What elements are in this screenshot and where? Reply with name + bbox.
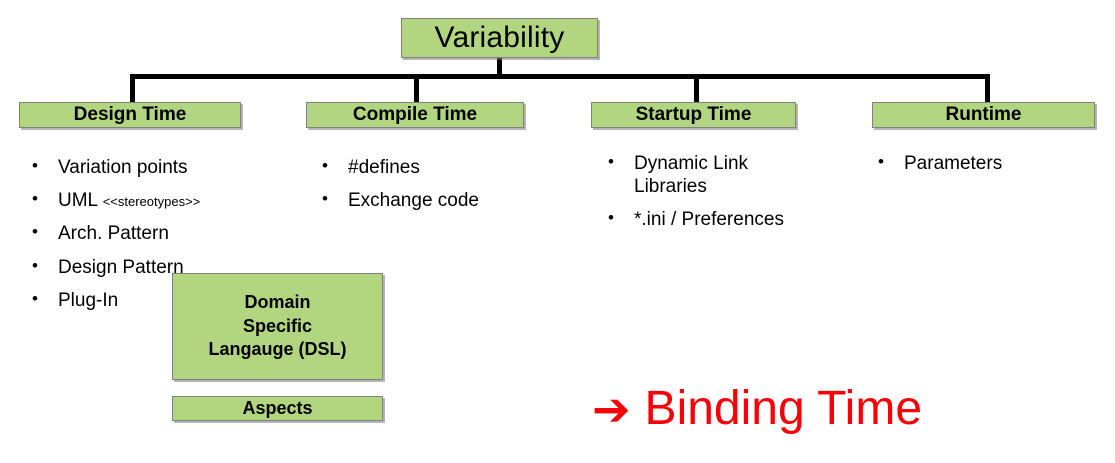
binding-time-label: Binding Time [644,382,923,435]
right-arrow-icon: ➔ [592,382,631,436]
list-item: • Plug-In [32,289,287,312]
node-variability-label: Variability [434,21,565,54]
bullet-icon: • [32,288,38,308]
bullet-icon: • [32,156,38,175]
bullet-icon: • [322,156,328,175]
bullet-icon: • [608,152,614,171]
bullet-icon: • [322,189,328,209]
bullet-list-compile-time: • #defines • Exchange code [322,156,562,222]
bullet-icon: • [32,222,38,242]
bullet-list-startup-time: • Dynamic Link Libraries • *.ini / Prefe… [608,152,858,242]
list-item-label: *.ini / Preferences [634,209,784,231]
list-item: • Exchange code [322,189,562,212]
connector-root-stem [497,56,502,78]
list-item: • *.ini / Preferences [608,208,858,231]
node-compile-time[interactable]: Compile Time [306,102,524,128]
list-item: • Design Pattern [32,256,287,279]
list-item-label: Plug-In [58,289,119,311]
list-item-label: UML <<stereotypes>> [58,189,287,212]
bullet-list-design-time: • Variation points • UML <<stereotypes>>… [32,156,287,322]
list-item-label: Parameters [904,153,1003,174]
connector-drop-runtime [985,74,990,104]
list-item: • Dynamic Link Libraries [608,152,858,198]
connector-drop-startup [694,74,699,104]
connector-drop-compile [414,74,419,104]
node-runtime-label: Runtime [945,104,1022,125]
stereotype-tag: <<stereotypes>> [102,194,201,210]
list-item-label: Dynamic Link Libraries [634,153,749,198]
list-item-label: Design Pattern [58,256,184,278]
list-item: • Arch. Pattern [32,222,287,245]
list-item-label: Exchange code [348,190,479,212]
bullet-icon: • [32,255,38,275]
bullet-list-runtime: • Parameters [878,152,1098,185]
list-item-label: #defines [348,157,420,178]
node-dsl[interactable]: Domain Specific Langauge (DSL) [172,273,383,380]
node-runtime[interactable]: Runtime [872,102,1095,128]
list-item-text: UML [58,190,103,212]
node-dsl-label: Domain Specific Langauge (DSL) [208,292,347,360]
bullet-icon: • [608,208,614,228]
list-item-label: Arch. Pattern [58,223,169,245]
connector-drop-design [130,74,135,104]
list-item: • UML <<stereotypes>> [32,189,287,212]
connector-horizontal-bus [130,74,990,79]
node-startup-time[interactable]: Startup Time [591,102,796,128]
node-aspects-label: Aspects [242,397,313,418]
node-variability[interactable]: Variability [401,18,598,58]
node-design-time-label: Design Time [73,104,187,125]
bullet-icon: • [878,152,884,171]
node-startup-time-label: Startup Time [635,104,752,125]
list-item-label: Variation points [58,157,188,178]
node-aspects[interactable]: Aspects [172,396,383,421]
list-item: • #defines [322,156,562,179]
bullet-icon: • [32,189,38,209]
node-design-time[interactable]: Design Time [19,102,241,128]
list-item: • Variation points [32,156,287,179]
binding-time-callout: ➔ Binding Time [592,385,922,433]
list-item: • Parameters [878,152,1098,175]
node-compile-time-label: Compile Time [352,104,478,125]
